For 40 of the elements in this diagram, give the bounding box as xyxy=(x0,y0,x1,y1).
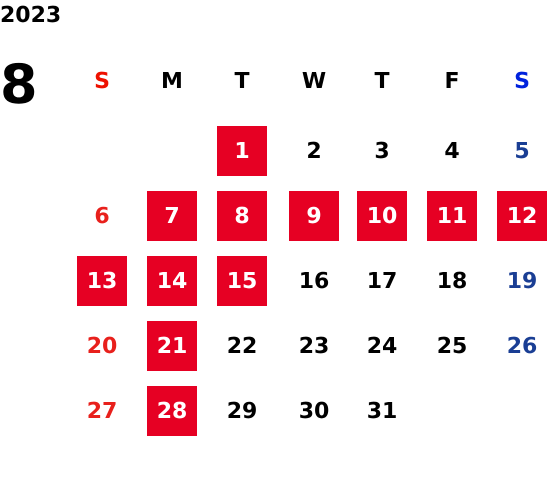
day-number: 24 xyxy=(366,332,398,360)
highlighted-day: 15 xyxy=(217,256,267,306)
day-number: 25 xyxy=(436,332,468,360)
highlighted-day: 21 xyxy=(147,321,197,371)
highlighted-day: 7 xyxy=(147,191,197,241)
weekday-label: M xyxy=(160,68,184,96)
weekday-label: S xyxy=(93,68,111,96)
highlighted-day: 28 xyxy=(147,386,197,436)
day-number: 16 xyxy=(298,268,330,296)
year-heading: 2023 xyxy=(0,3,62,28)
highlighted-day: 10 xyxy=(357,191,407,241)
day-number: 5 xyxy=(513,138,531,166)
highlighted-day: 8 xyxy=(217,191,267,241)
day-number: 19 xyxy=(506,268,538,296)
day-number: 30 xyxy=(298,398,330,426)
weekday-label: S xyxy=(513,68,531,96)
day-number: 22 xyxy=(226,332,258,360)
day-number: 26 xyxy=(506,332,538,360)
day-number: 29 xyxy=(226,398,258,426)
weekday-label: T xyxy=(233,68,250,96)
weekday-label: F xyxy=(443,68,461,96)
day-number: 27 xyxy=(86,398,118,426)
day-number: 31 xyxy=(366,398,398,426)
weekday-label: T xyxy=(373,68,390,96)
weekday-label: W xyxy=(300,68,328,96)
day-number: 17 xyxy=(366,268,398,296)
month-number: 8 xyxy=(0,58,38,112)
day-number: 3 xyxy=(373,138,391,166)
day-number: 18 xyxy=(436,268,468,296)
day-number: 6 xyxy=(93,202,111,230)
highlighted-day: 12 xyxy=(497,191,547,241)
highlighted-day: 14 xyxy=(147,256,197,306)
day-number: 23 xyxy=(298,332,330,360)
day-number: 2 xyxy=(305,138,323,166)
day-number: 20 xyxy=(86,332,118,360)
day-number: 4 xyxy=(443,138,461,166)
highlighted-day: 1 xyxy=(217,126,267,176)
highlighted-day: 13 xyxy=(77,256,127,306)
highlighted-day: 11 xyxy=(427,191,477,241)
highlighted-day: 9 xyxy=(289,191,339,241)
